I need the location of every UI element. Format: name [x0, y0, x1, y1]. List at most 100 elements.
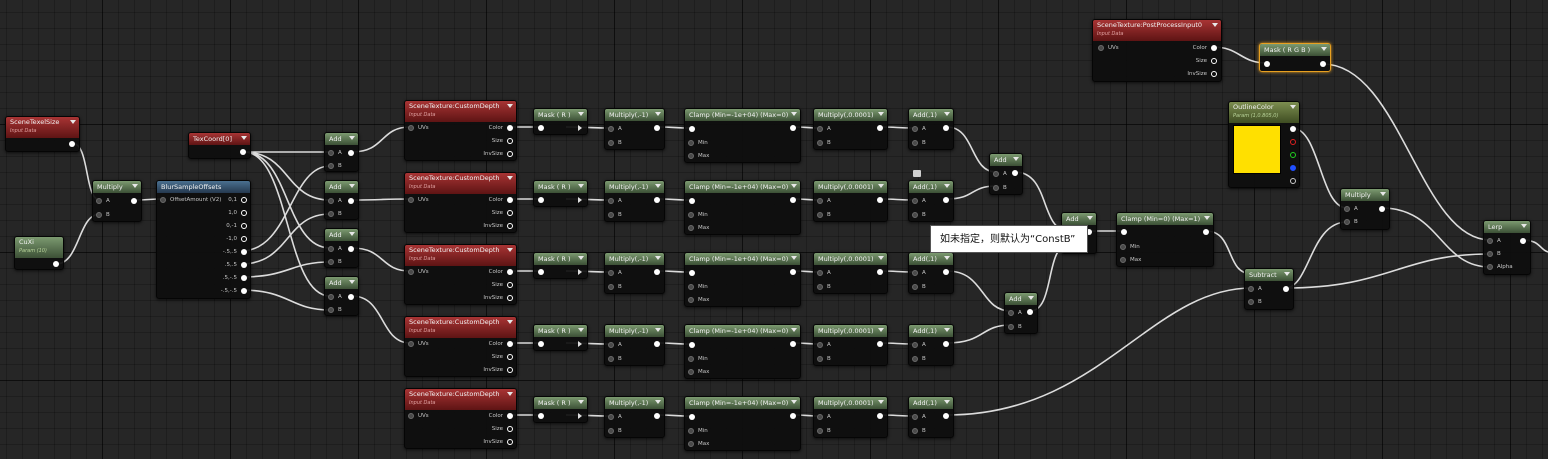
- chevron-down-icon[interactable]: [878, 184, 884, 188]
- input-pin-uvs[interactable]: UVs: [408, 412, 429, 420]
- chevron-down-icon[interactable]: [349, 280, 355, 284]
- node-multiply-neg1-2[interactable]: Multiply(,-1) A B: [604, 180, 665, 222]
- node-add-4[interactable]: Add A B: [324, 276, 359, 316]
- input-pin-a[interactable]: A: [1344, 205, 1358, 213]
- input-pin-min[interactable]: Min: [688, 211, 708, 219]
- output-pin[interactable]: [1086, 229, 1092, 235]
- output-pin[interactable]: [240, 149, 246, 155]
- node-add-5[interactable]: Add A B: [989, 153, 1023, 195]
- output-pin[interactable]: [943, 269, 949, 275]
- input-pin-b[interactable]: B: [817, 355, 831, 363]
- input-pin-a[interactable]: A: [817, 197, 831, 205]
- input-pin-a[interactable]: A: [1487, 237, 1501, 245]
- input-pin-min[interactable]: Min: [688, 139, 708, 147]
- output-pin[interactable]: [790, 269, 796, 275]
- input-pin-b[interactable]: B: [1487, 250, 1501, 258]
- output-pin[interactable]: [348, 150, 354, 156]
- input-pin-b[interactable]: B: [817, 139, 831, 147]
- output-pin-invsize[interactable]: InvSize: [483, 438, 513, 446]
- input-pin-a[interactable]: A: [328, 197, 342, 205]
- input-pin-a[interactable]: A: [817, 341, 831, 349]
- input-pin[interactable]: [538, 341, 544, 347]
- output-pin-invsize[interactable]: InvSize: [483, 366, 513, 374]
- chevron-down-icon[interactable]: [1521, 224, 1527, 228]
- chevron-down-icon[interactable]: [507, 176, 513, 180]
- input-pin-max[interactable]: Max: [688, 224, 709, 232]
- node-add-6[interactable]: Add A B: [1004, 292, 1038, 334]
- chevron-down-icon[interactable]: [791, 112, 797, 116]
- output-pin[interactable]: [578, 125, 582, 131]
- input-pin-max[interactable]: Max: [688, 440, 709, 448]
- output-pin[interactable]: [790, 125, 796, 131]
- chevron-down-icon[interactable]: [791, 328, 797, 332]
- input-pin-b[interactable]: B: [608, 355, 622, 363]
- input-pin[interactable]: [538, 269, 544, 275]
- output-pin[interactable]: [943, 197, 949, 203]
- output-pin-color[interactable]: Color: [489, 268, 514, 276]
- node-clamp-3[interactable]: Clamp (Min=-1e+04) (Max=0) Min Max: [684, 252, 801, 307]
- node-add-1[interactable]: Add A B: [324, 132, 359, 172]
- output-pin-1-0[interactable]: 1,0: [228, 209, 247, 217]
- output-pin-invsize[interactable]: InvSize: [1187, 70, 1217, 78]
- output-pin[interactable]: [654, 197, 660, 203]
- chevron-down-icon[interactable]: [1380, 192, 1386, 196]
- input-pin-a[interactable]: A: [608, 125, 622, 133]
- output-pin[interactable]: [790, 197, 796, 203]
- chevron-down-icon[interactable]: [1212, 23, 1218, 27]
- output-pin-invsize[interactable]: InvSize: [483, 150, 513, 158]
- node-multiply-neg1-1[interactable]: Multiply(,-1) A B: [604, 108, 665, 150]
- output-pin-size[interactable]: Size: [492, 281, 514, 289]
- node-multiply-small-2[interactable]: Multiply(,0.0001) A B: [813, 180, 888, 222]
- input-pin-uvs[interactable]: UVs: [1098, 44, 1119, 52]
- chevron-down-icon[interactable]: [1284, 272, 1290, 276]
- output-pin-05-neg05[interactable]: .5,-.5: [223, 274, 248, 282]
- output-pin-size[interactable]: Size: [492, 209, 514, 217]
- input-pin-b[interactable]: B: [608, 139, 622, 147]
- node-add-2[interactable]: Add A B: [324, 180, 359, 220]
- input-pin-b[interactable]: B: [608, 427, 622, 435]
- chevron-down-icon[interactable]: [791, 400, 797, 404]
- chevron-down-icon[interactable]: [791, 184, 797, 188]
- input-pin-b[interactable]: B: [817, 427, 831, 435]
- chevron-down-icon[interactable]: [655, 184, 661, 188]
- chevron-down-icon[interactable]: [507, 248, 513, 252]
- input-pin-a[interactable]: A: [817, 413, 831, 421]
- chevron-down-icon[interactable]: [507, 392, 513, 396]
- output-pin[interactable]: [348, 294, 354, 300]
- input-pin-a[interactable]: A: [328, 149, 342, 157]
- node-clamp-4[interactable]: Clamp (Min=-1e+04) (Max=0) Min Max: [684, 324, 801, 379]
- input-pin-a[interactable]: A: [912, 413, 926, 421]
- node-add-one-2[interactable]: Add(,1) A B: [908, 180, 954, 222]
- node-lerp[interactable]: Lerp A B Alpha: [1483, 220, 1531, 275]
- color-swatch[interactable]: [1233, 125, 1281, 174]
- input-pin-b[interactable]: B: [608, 211, 622, 219]
- input-pin-b[interactable]: B: [912, 355, 926, 363]
- output-pin[interactable]: [1379, 206, 1385, 212]
- output-pin-color[interactable]: Color: [489, 340, 514, 348]
- output-pin[interactable]: [578, 341, 582, 347]
- input-pin[interactable]: [538, 197, 544, 203]
- output-pin[interactable]: [877, 269, 883, 275]
- node-mask-r-5[interactable]: Mask ( R ): [533, 396, 588, 423]
- chevron-down-icon[interactable]: [1087, 216, 1093, 220]
- input-pin-a[interactable]: A: [912, 341, 926, 349]
- node-mask-rgb[interactable]: Mask ( R G B ): [1259, 43, 1331, 72]
- node-clamp-1[interactable]: Clamp (Min=-1e+04) (Max=0) Min Max: [684, 108, 801, 163]
- node-multiply-small-4[interactable]: Multiply(,0.0001) A B: [813, 324, 888, 366]
- chevron-down-icon[interactable]: [578, 112, 584, 116]
- input-pin-max[interactable]: Max: [688, 368, 709, 376]
- output-pin[interactable]: [1520, 238, 1526, 244]
- chevron-down-icon[interactable]: [241, 136, 247, 140]
- chevron-down-icon[interactable]: [578, 400, 584, 404]
- output-pin-invsize[interactable]: InvSize: [483, 222, 513, 230]
- chevron-down-icon[interactable]: [1204, 216, 1210, 220]
- output-pin-color[interactable]: Color: [489, 196, 514, 204]
- output-pin-invsize[interactable]: InvSize: [483, 294, 513, 302]
- input-pin-alpha[interactable]: Alpha: [1487, 263, 1513, 271]
